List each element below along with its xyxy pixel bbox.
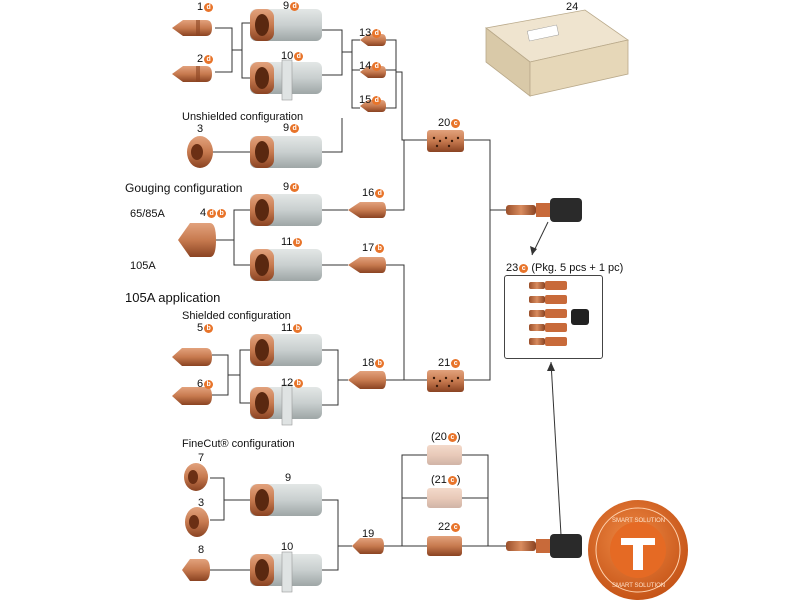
badge-icon: d (290, 124, 300, 133)
amps-label-65-85: 65/85A (130, 208, 165, 220)
part-label-3b: 3 (198, 497, 205, 509)
badge-icon: c (447, 433, 457, 442)
app105-heading: 105A application (125, 290, 221, 305)
badge-icon: c (519, 264, 529, 273)
badge-icon: c (451, 119, 461, 128)
part-label-7: 7 (198, 452, 205, 464)
electrode-pack-icon (529, 281, 589, 346)
badge-icon: d (204, 3, 214, 12)
badge-icon: b (217, 209, 227, 218)
badge-icon: c (447, 476, 457, 485)
badge-icon: d (290, 183, 300, 192)
part-label-9d: 9 (285, 472, 292, 484)
badge-icon: d (207, 209, 217, 218)
badge-icon: b (293, 238, 303, 247)
swirl-ring-icon (427, 130, 464, 556)
badge-icon: d (372, 62, 382, 71)
badge-icon: d (372, 96, 382, 105)
gouging-heading: Gouging configuration (125, 181, 243, 195)
box-icon (485, 9, 629, 97)
shield-cap-icon (250, 9, 322, 593)
smart-solution-seal (588, 500, 688, 600)
badge-icon: d (375, 189, 385, 198)
retaining-cap-icon (348, 34, 386, 554)
electrode-icon (506, 198, 582, 558)
part-label-8: 8 (198, 544, 205, 556)
part-label-10b: 10 (281, 541, 294, 553)
unshielded-heading: Unshielded configuration (182, 111, 304, 123)
nozzle-icon (172, 20, 216, 581)
shielded-heading: Shielded configuration (182, 310, 291, 322)
package-box (504, 275, 603, 359)
badge-icon: b (375, 359, 385, 368)
package-note: (Pkg. 5 pcs + 1 pc) (531, 262, 624, 274)
badge-icon: b (293, 324, 303, 333)
badge-icon: b (294, 379, 304, 388)
seal-text-top: SMART SOLUTION (612, 518, 666, 524)
badge-icon: d (294, 52, 304, 61)
badge-icon: c (451, 523, 461, 532)
part-label-24: 24 (566, 1, 579, 13)
badge-icon: c (451, 359, 461, 368)
badge-icon: b (375, 244, 385, 253)
badge-icon: b (204, 324, 214, 333)
badge-icon: d (290, 2, 300, 11)
badge-icon: d (204, 55, 214, 64)
finecut-heading: FineCut® configuration (182, 438, 295, 450)
part-label-3: 3 (197, 123, 204, 135)
part-label-19: 19 (362, 528, 375, 540)
seal-text-bottom: SMART SOLUTION (612, 583, 666, 589)
badge-icon: d (372, 29, 382, 38)
amps-label-105: 105A (130, 260, 156, 272)
badge-icon: b (204, 380, 214, 389)
